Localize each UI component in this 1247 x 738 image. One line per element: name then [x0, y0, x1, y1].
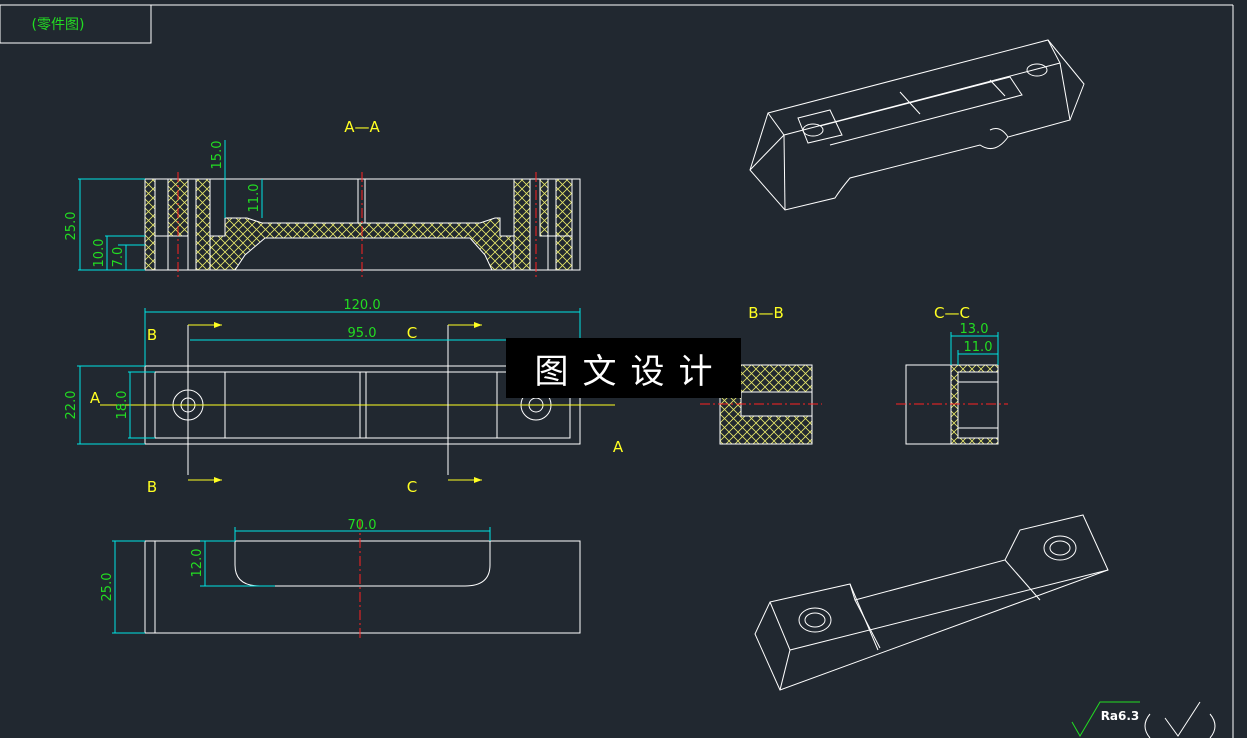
isometric-view-top: [749, 39, 1085, 211]
section-aa-label: A—A: [344, 118, 380, 136]
cut-mark-c-bottom: C: [407, 478, 417, 496]
dim-top-length: 120.0: [343, 298, 380, 313]
dim-aa-height: 25.0: [64, 212, 79, 241]
dim-aa-mid: 11.0: [247, 184, 262, 213]
dim-top-width: 22.0: [64, 391, 79, 420]
dim-cc-outer: 13.0: [960, 322, 989, 337]
cut-mark-a-left: A: [90, 389, 101, 407]
section-cc-view: C—C 13.0 11.0: [896, 304, 1008, 445]
dim-top-inner: 95.0: [348, 326, 377, 341]
dim-aa-low1: 10.0: [92, 239, 107, 268]
cut-mark-a-right: A: [613, 438, 624, 456]
isometric-view-bottom: [754, 514, 1109, 691]
title-block: (零件图): [0, 4, 152, 44]
top-view: B B C C A A 120.0 95.0 22.0 18.0: [64, 298, 624, 496]
roughness-value: Ra6.3: [1101, 709, 1140, 723]
dim-side-depth: 12.0: [190, 549, 205, 578]
watermark-label: 图文设计: [506, 338, 741, 398]
cut-mark-c-top: C: [407, 324, 417, 342]
dim-side-height: 25.0: [100, 573, 115, 602]
dim-aa-slot: 15.0: [210, 141, 225, 170]
cut-mark-b-top: B: [147, 326, 157, 344]
title-label: (零件图): [32, 17, 85, 33]
section-aa-view: A—A 25.0 10.0 7.0 15.0: [64, 118, 581, 280]
side-view: 70.0 12.0 25.0: [100, 518, 581, 640]
dim-aa-low2: 7.0: [111, 247, 126, 268]
surface-roughness-symbol: Ra6.3: [1071, 701, 1216, 738]
dim-top-inner-width: 18.0: [115, 391, 130, 420]
section-bb-label: B—B: [748, 304, 784, 322]
cut-mark-b-bottom: B: [147, 478, 157, 496]
section-bb-view: B—B: [700, 304, 822, 445]
dim-cc-inner: 11.0: [964, 340, 993, 355]
dim-side-cut: 70.0: [348, 518, 377, 533]
drawing-frame: [0, 4, 1234, 738]
section-cc-label: C—C: [934, 304, 970, 322]
